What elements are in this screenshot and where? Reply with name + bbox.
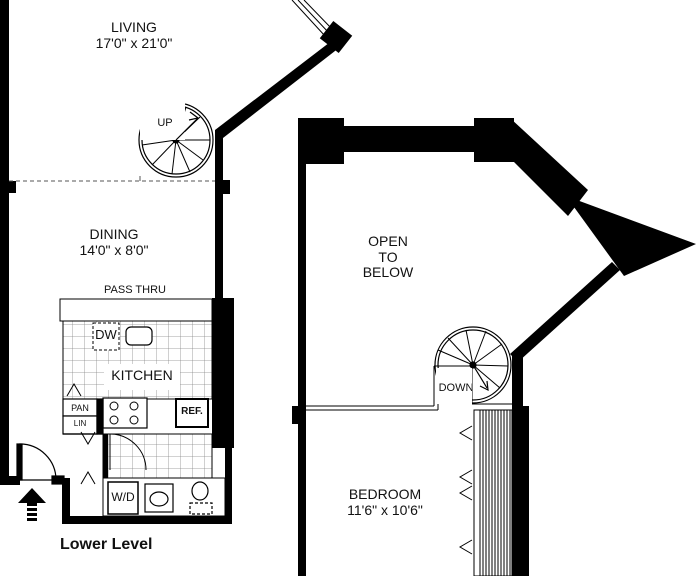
dishwasher-label: DW [95, 327, 117, 342]
bedroom-closet [459, 409, 513, 576]
living-room-name: LIVING [111, 19, 157, 35]
right-walls [292, 118, 696, 576]
stove [102, 397, 148, 429]
left-walls [0, 0, 353, 524]
kitchen-label: KITCHEN [111, 367, 173, 383]
level-label: Lower Level [60, 536, 153, 553]
living-room-label: LIVING 17'0" x 21'0" [84, 19, 184, 51]
spiral-stair-up [138, 100, 214, 178]
bedroom-name: BEDROOM [348, 486, 422, 502]
spiral-stair-down [434, 326, 512, 404]
dining-room-dims: 14'0" x 8'0" [79, 241, 149, 258]
bedroom-label: BEDROOM 11'6" x 10'6" [330, 486, 440, 518]
open-to-below-line1: OPEN [368, 233, 408, 249]
open-to-below-label: OPEN TO BELOW [348, 233, 428, 281]
toilet [189, 481, 213, 515]
stair-up-label: UP [157, 117, 173, 129]
entry-door [16, 443, 65, 485]
bedroom-dims: 11'6" x 10'6" [347, 501, 423, 518]
dining-room-label: DINING 14'0" x 8'0" [64, 226, 164, 258]
living-room-dims: 17'0" x 21'0" [95, 34, 173, 51]
washer-dryer-label: W/D [111, 490, 135, 504]
window [291, 0, 334, 37]
bathroom-floor [102, 433, 213, 479]
dishwasher [92, 322, 120, 351]
railing [306, 365, 512, 411]
pass-thru-label: PASS THRU [104, 284, 166, 296]
closets [62, 398, 104, 435]
door-swings [66, 383, 96, 485]
bath-sink [149, 491, 169, 507]
washer-dryer [107, 481, 139, 515]
linen-label: LIN [73, 419, 87, 428]
refrigerator-label: REF. [181, 406, 203, 417]
stair-down-label: DOWN [438, 382, 474, 394]
pantry-label: PAN [71, 403, 89, 413]
dining-room-name: DINING [89, 226, 139, 242]
pass-thru-counter [59, 298, 213, 322]
entry-arrow-icon [18, 488, 46, 521]
open-to-below-line2: TO [378, 248, 398, 265]
open-to-below-line3: BELOW [362, 264, 414, 281]
kitchen-sink [125, 326, 153, 346]
refrigerator [175, 398, 209, 428]
